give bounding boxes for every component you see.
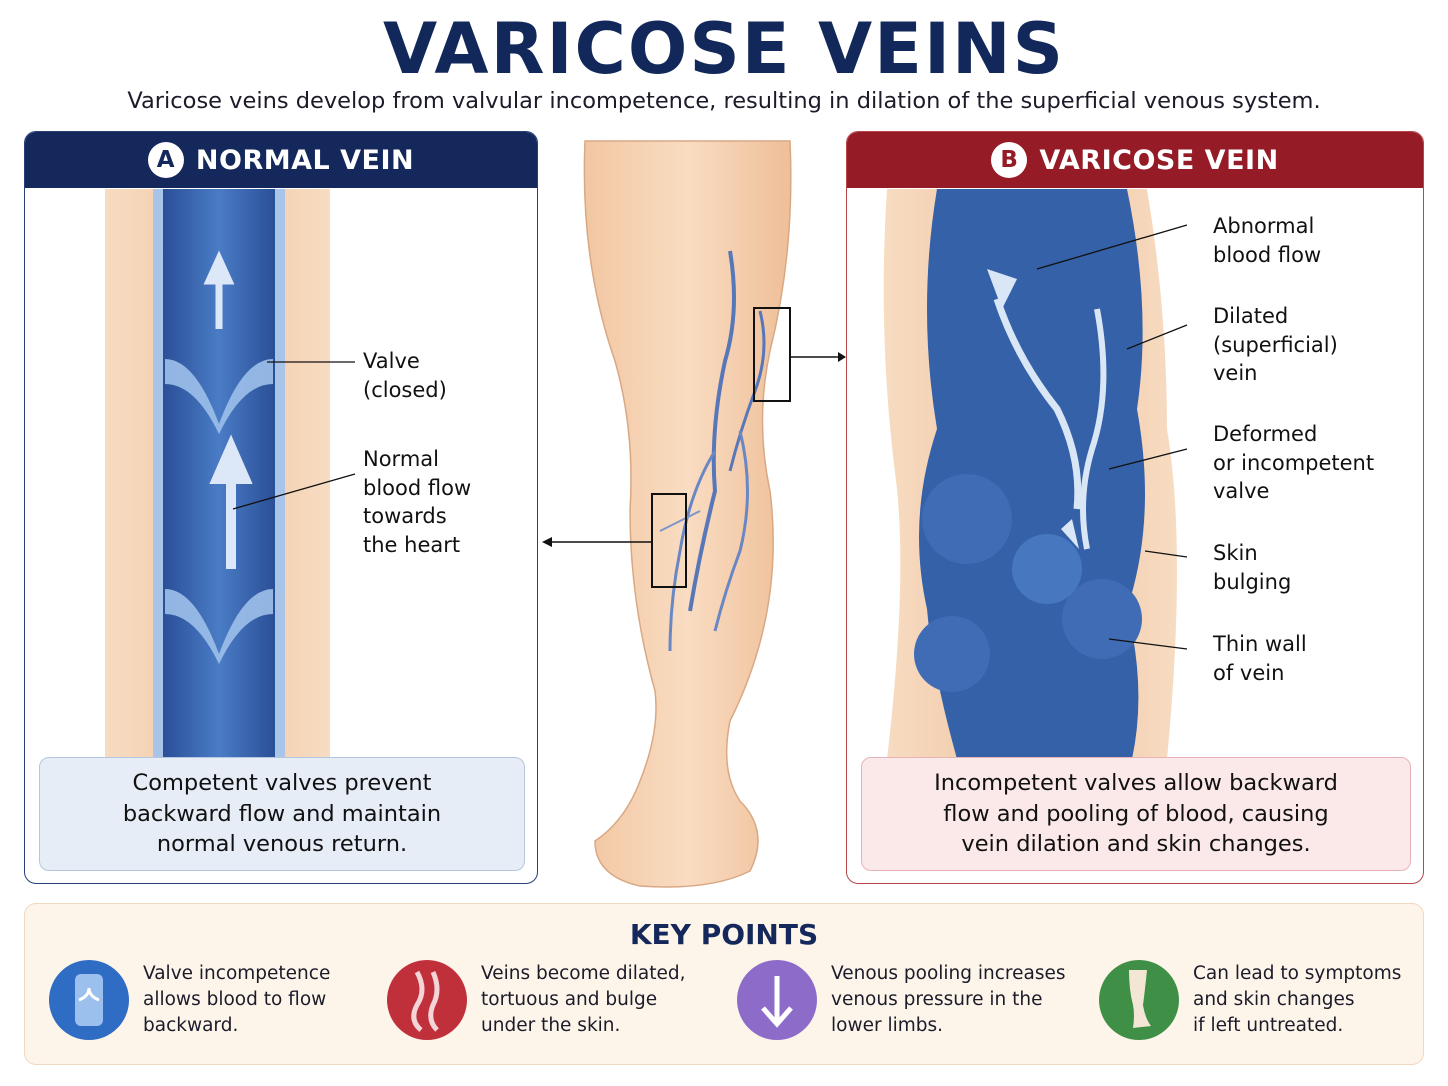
normal-vein-heading: NORMAL VEIN bbox=[195, 144, 415, 176]
normal-flow-arrow bbox=[209, 434, 253, 569]
abnormal-flow-arrow bbox=[993, 297, 1082, 510]
normal-vein-illustration bbox=[105, 189, 356, 759]
normal-vein-header: A NORMAL VEIN bbox=[25, 132, 537, 188]
leg-illustration bbox=[542, 140, 846, 888]
key-points-title: KEY POINTS bbox=[629, 918, 819, 951]
varicose-vein-heading: VARICOSE VEIN bbox=[1039, 144, 1279, 176]
down-arrow-icon bbox=[737, 960, 817, 1040]
valve-closed-label: Valve(closed) bbox=[363, 349, 447, 402]
dilated-veins-icon bbox=[387, 960, 467, 1040]
dilated-vein-label: Dilated(superficial)vein bbox=[1213, 304, 1338, 385]
page-title: VARICOSE VEINS bbox=[382, 8, 1066, 90]
leg-icon bbox=[1099, 960, 1179, 1040]
upward-flow-arrow bbox=[203, 250, 235, 329]
varicose-vein-header: B VARICOSE VEIN bbox=[847, 132, 1423, 188]
lower-callout-box bbox=[651, 493, 687, 588]
badge-a: A bbox=[147, 142, 184, 178]
page-subtitle: Varicose veins develop from valvular inc… bbox=[127, 88, 1321, 114]
varicose-vein-illustration bbox=[883, 189, 1188, 759]
badge-b: B bbox=[991, 142, 1028, 178]
closed-valve bbox=[165, 359, 273, 434]
closed-valve-lower bbox=[165, 589, 273, 664]
vein-valve-icon bbox=[49, 960, 129, 1040]
upper-callout-box bbox=[753, 307, 791, 402]
